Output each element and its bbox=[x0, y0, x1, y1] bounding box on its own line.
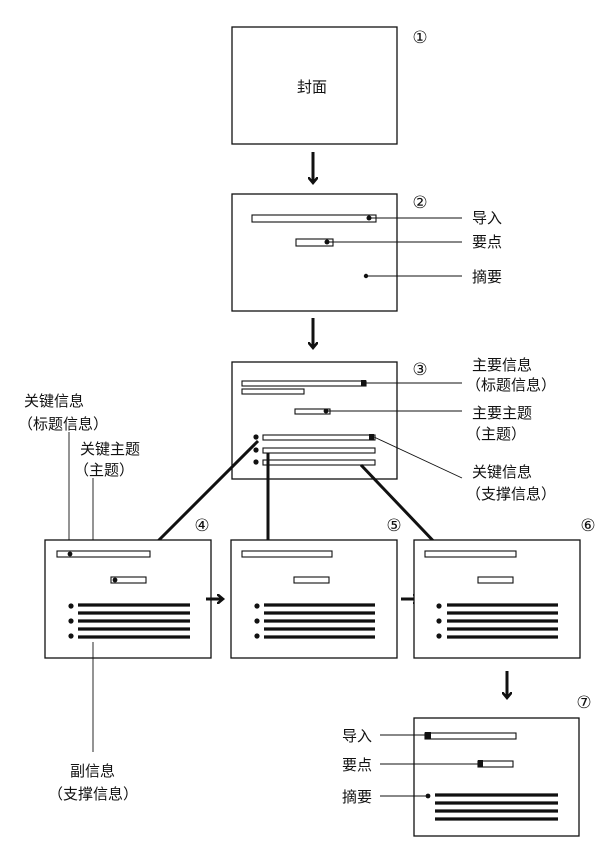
slide-number-1: ① bbox=[412, 28, 427, 48]
key-info-sub-label: （支撑信息） bbox=[466, 485, 556, 503]
point-label: 要点 bbox=[472, 233, 502, 251]
main-theme-label: 主要主题 bbox=[472, 404, 532, 422]
sub-info-label: 副信息 bbox=[70, 762, 115, 780]
slide-3-summary: ③ 主要信息 （标题信息） 主要主题 （主题） 关键信息 （支撑信息） bbox=[231, 356, 556, 503]
left-annotations: 关键信息 （标题信息） 关键主题 （主题） bbox=[18, 392, 140, 580]
main-theme-sub-label: （主题） bbox=[466, 425, 526, 443]
left-key-theme-sub-label: （主题） bbox=[74, 461, 134, 479]
main-info-sub-label: （标题信息） bbox=[466, 376, 556, 394]
key-info-label: 关键信息 bbox=[472, 463, 532, 481]
slide7-lead-label: 导入 bbox=[342, 727, 372, 745]
slide-6-detail: ⑥ bbox=[413, 516, 596, 659]
slide-2-outline: ② 导入 要点 摘要 bbox=[231, 193, 502, 312]
slide-number-7: ⑦ bbox=[576, 693, 591, 713]
arrow-to-slide-4 bbox=[150, 439, 260, 549]
slide-5-detail: ⑤ bbox=[230, 516, 402, 659]
left-key-info-sub-label: （标题信息） bbox=[18, 415, 108, 433]
slide-1-cover: 封面 ① bbox=[231, 26, 428, 145]
main-info-label: 主要信息 bbox=[472, 356, 532, 374]
cover-label: 封面 bbox=[297, 78, 327, 96]
arrow-to-slide-6 bbox=[359, 463, 441, 549]
slide7-summary-label: 摘要 bbox=[342, 788, 372, 806]
slide-number-5: ⑤ bbox=[386, 516, 401, 536]
slide7-point-label: 要点 bbox=[342, 756, 372, 774]
slide-number-4: ④ bbox=[194, 516, 209, 536]
lead-bar bbox=[251, 214, 377, 223]
slide-number-3: ③ bbox=[412, 360, 427, 380]
sub-info-sub-label: （支撑信息） bbox=[48, 785, 138, 803]
left-key-theme-label: 关键主题 bbox=[80, 440, 140, 458]
slide-number-6: ⑥ bbox=[580, 516, 595, 536]
slide-4-detail: ④ bbox=[44, 516, 212, 659]
slide-number-2: ② bbox=[412, 193, 427, 213]
slide-7-conclusion: ⑦ 导入 要点 摘要 bbox=[342, 693, 592, 837]
left-key-info-label: 关键信息 bbox=[24, 392, 84, 410]
point-bar bbox=[295, 238, 334, 247]
sub-info-annotation: 副信息 （支撑信息） bbox=[48, 642, 138, 803]
lead-label: 导入 bbox=[472, 209, 502, 227]
summary-label: 摘要 bbox=[472, 268, 502, 286]
